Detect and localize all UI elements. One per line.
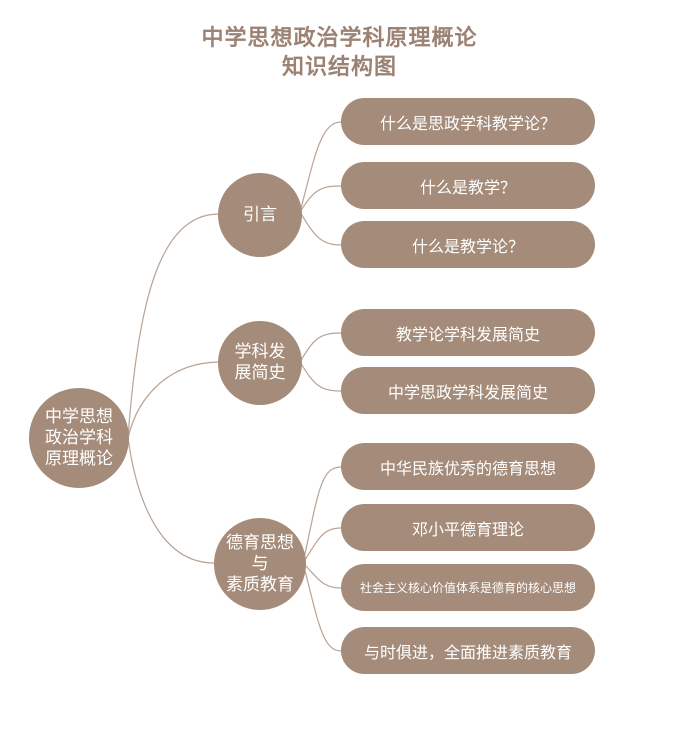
branch-node-moral-education: 德育思想 与 素质教育 [214, 518, 306, 610]
branch-label-moral-line1: 德育思想 [226, 532, 294, 553]
connector-root-branch-1 [127, 213, 219, 439]
root-label-line1: 中学思想 [45, 406, 113, 427]
branch-label-moral-line2: 与 [251, 553, 269, 574]
connector-b3-leaf-2 [302, 527, 342, 564]
root-node: 中学思想 政治学科 原理概论 [29, 388, 129, 488]
branch-node-history: 学科发 展简史 [218, 321, 302, 405]
leaf-node: 中华民族优秀的德育思想 [341, 443, 595, 490]
connector-b3-leaf-3 [302, 562, 342, 589]
leaf-node: 社会主义核心价值体系是德育的核心思想 [341, 564, 595, 611]
leaf-node: 什么是思政学科教学论？ [341, 98, 595, 145]
connector-b3-leaf-1 [302, 466, 342, 564]
branch-label-history-line2: 展简史 [234, 363, 286, 383]
connector-b1-leaf-1 [299, 121, 342, 213]
root-label-line2: 政治学科 [45, 427, 113, 448]
connector-b1-leaf-2 [299, 185, 342, 213]
leaf-node: 教学论学科发展简史 [341, 309, 595, 356]
leaf-node: 什么是教学论？ [341, 221, 595, 268]
diagram-title-line1: 中学思想政治学科原理概论 [201, 26, 478, 51]
connector-root-branch-3 [127, 437, 215, 564]
connector-root-branch-2 [127, 361, 219, 439]
branch-label-moral-line3: 素质教育 [226, 574, 294, 595]
branch-label-history-line1: 学科发 [234, 342, 286, 362]
connector-b3-leaf-4 [302, 562, 342, 652]
leaf-node: 邓小平德育理论 [341, 504, 595, 551]
leaf-node: 中学思政学科发展简史 [341, 367, 595, 414]
leaf-node: 与时俱进，全面推进素质教育 [341, 627, 595, 674]
branch-node-intro: 引言 [218, 173, 302, 257]
branch-label-intro: 引言 [243, 204, 277, 225]
root-label-line3: 原理概论 [45, 448, 113, 469]
connector-b1-leaf-3 [299, 211, 342, 246]
connector-b2-leaf-1 [299, 332, 342, 363]
connector-b2-leaf-2 [299, 361, 342, 392]
diagram-title-line2: 知识结构图 [281, 55, 397, 80]
leaf-node: 什么是教学？ [341, 162, 595, 209]
